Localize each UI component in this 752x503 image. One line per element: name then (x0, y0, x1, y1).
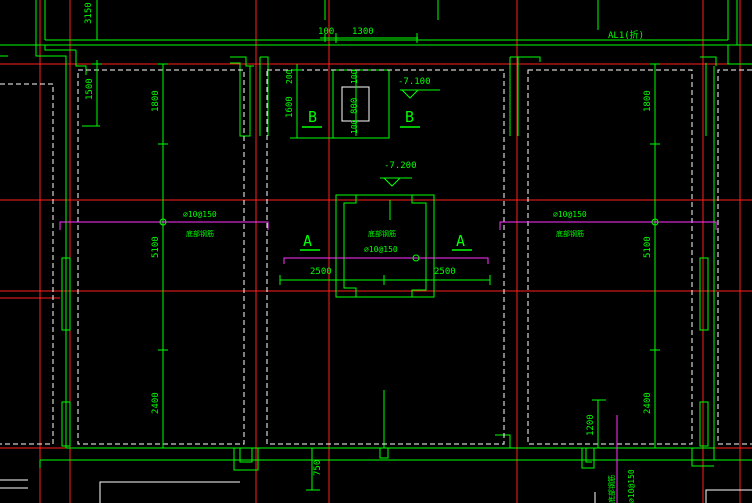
rebar-label-center: ⌀10@150 (364, 245, 398, 254)
dim-200: 200 (285, 69, 294, 84)
dim-2500-right: 2500 (434, 267, 456, 277)
beam-label: AL1(折) (608, 29, 644, 41)
section-a-right: A (456, 232, 465, 250)
dim-750: 750 (313, 460, 323, 476)
structure-walls (0, 0, 752, 471)
pit-box (332, 69, 390, 139)
dim-1200: 1200 (586, 414, 596, 436)
rebar-node-center (412, 254, 420, 262)
rebar-node-right (651, 218, 659, 226)
white-solid (0, 86, 752, 503)
section-b-left: B (308, 108, 317, 126)
dim-1800-left: 1800 (151, 90, 161, 112)
dim-100c: 100 (350, 119, 359, 134)
dimension-lines (82, 0, 660, 491)
rebar-center (283, 257, 489, 264)
dim-2400-left: 2400 (151, 392, 161, 414)
dim-1500: 1500 (85, 78, 95, 100)
dim-1600: 1600 (285, 96, 295, 118)
dim-100b: 100 (350, 69, 359, 84)
rebar-note-left: 底部钢筋 (186, 229, 214, 238)
dim-100: 100 (318, 27, 334, 37)
section-a-left: A (303, 232, 312, 250)
rebar-lines (59, 221, 717, 503)
rebar-node-left (159, 218, 167, 226)
dim-5100-right: 5100 (643, 236, 653, 258)
dim-1300: 1300 (352, 27, 374, 37)
dim-800: 800 (350, 98, 360, 114)
rebar-note-right: 底部钢筋 (556, 229, 584, 238)
dim-2500-left: 2500 (310, 267, 332, 277)
rebar-right (499, 221, 717, 230)
hidden-lines (0, 69, 752, 445)
dim-1800-right: 1800 (643, 90, 653, 112)
rebar-note-center: 底部钢筋 (368, 229, 396, 238)
dim-2400-right: 2400 (643, 392, 653, 414)
rebar-left (59, 221, 269, 230)
elevation-top: -7.100 (398, 77, 431, 87)
section-b-right: B (405, 108, 414, 126)
rebar-note-bottom: 底部钢筋 (607, 475, 616, 503)
rebar-label-left: ⌀10@150 (183, 210, 217, 219)
sump-pit-outer (335, 194, 435, 298)
rebar-label-right: ⌀10@150 (553, 210, 587, 219)
dim-3150: 3150 (84, 2, 94, 24)
dim-5100-left: 5100 (151, 236, 161, 258)
rebar-label-bottom: ⌀10@150 (627, 469, 636, 503)
elevation-mid: -7.200 (384, 161, 417, 171)
